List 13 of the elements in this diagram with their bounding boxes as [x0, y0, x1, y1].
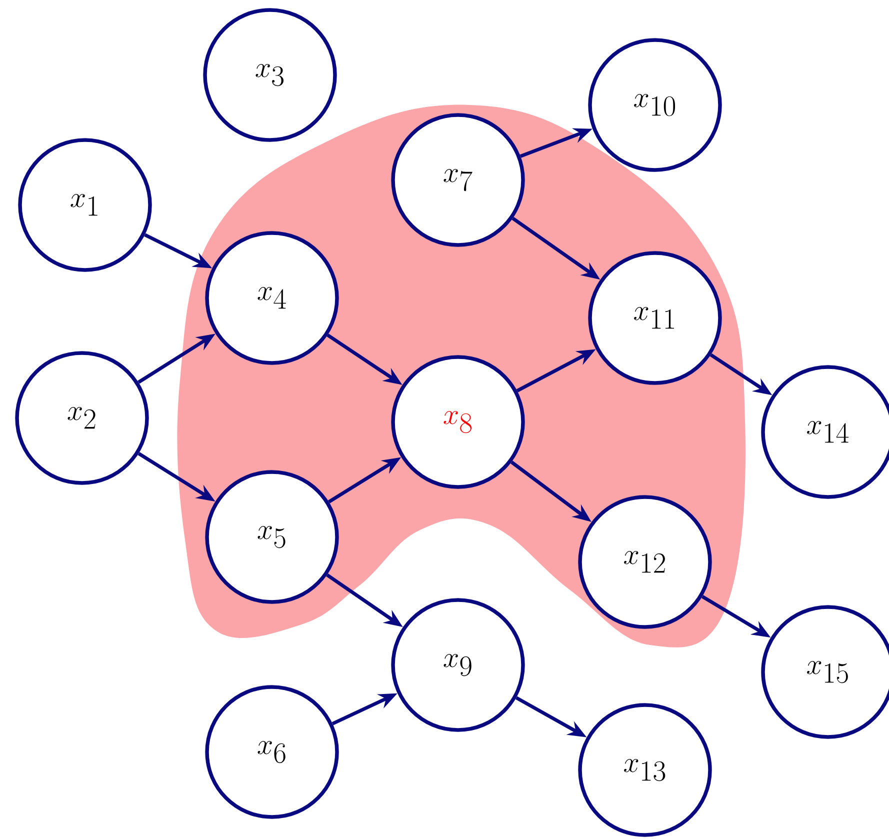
- circle-node: $x_{13}$: [578, 703, 712, 837]
- circle-node: $x_{9}$: [391, 598, 525, 732]
- circle-node: $x_{2}$: [15, 351, 149, 485]
- circle-node: $x_{4}$: [205, 231, 339, 365]
- circle-node: $x_{8}$: [391, 355, 525, 489]
- circle-node: $x_{1}$: [18, 138, 152, 272]
- circle-node: $x_{10}$: [588, 38, 722, 172]
- circle-node: $x_{3}$: [203, 8, 337, 142]
- circle-node: $x_{12}$: [578, 495, 712, 629]
- circle-node: $x_{11}$: [588, 251, 722, 385]
- circle-node: $x_{6}$: [205, 685, 339, 819]
- circle-node: $x_{7}$: [391, 113, 525, 247]
- circle-node: $x_{5}$: [205, 470, 339, 604]
